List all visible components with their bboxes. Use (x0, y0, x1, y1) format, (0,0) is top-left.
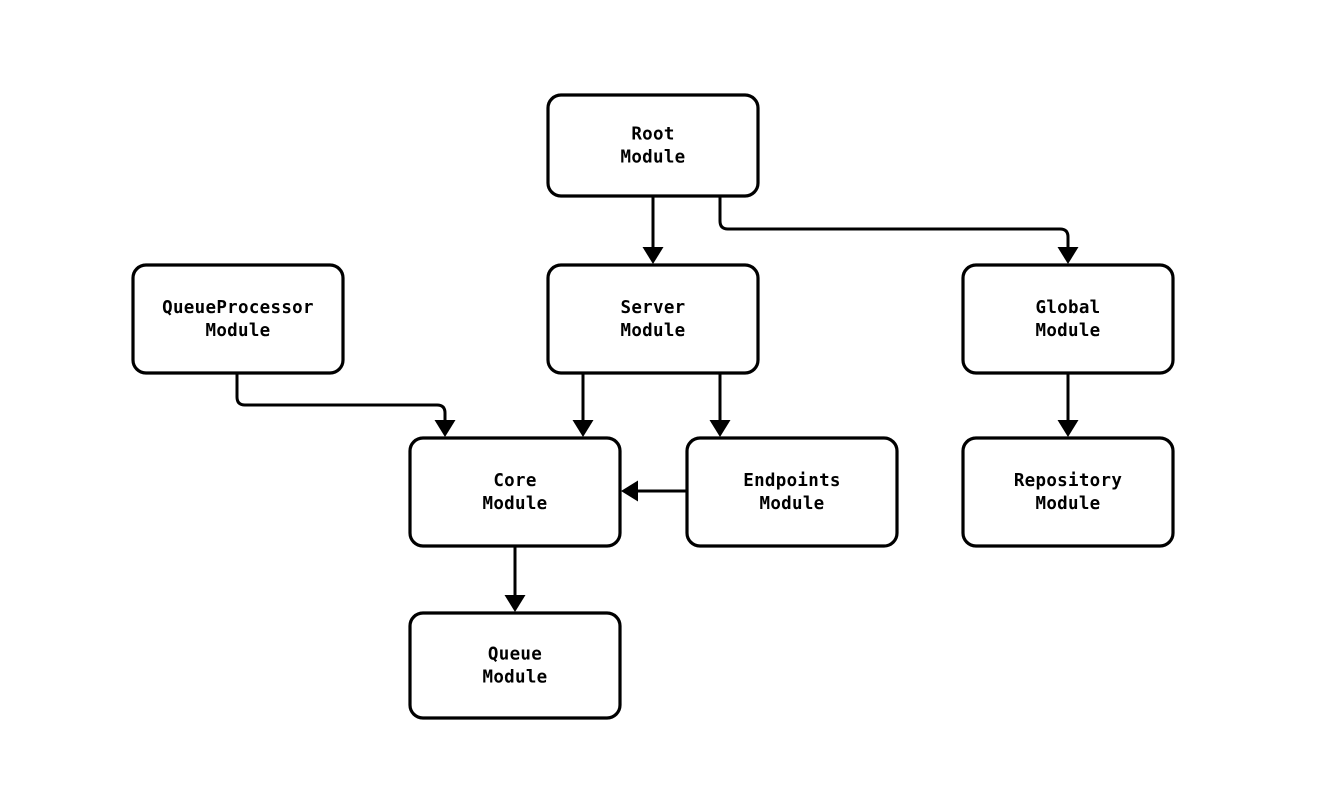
endpoints-module-node-box[interactable] (685, 436, 899, 548)
edge-endpoints-to-core-arrowhead-icon (621, 480, 638, 502)
queue-module-node-box[interactable] (408, 611, 622, 720)
core-module-node-label-line2: Module (482, 494, 547, 514)
edge-core-to-queue: Core Module to Queue Module (504, 546, 526, 612)
server-module-node-label-line1: Server (620, 298, 685, 318)
edge-core-to-queue-arrowhead-icon (504, 595, 526, 612)
nodes-layer: RootModuleQueueProcessorModuleServerModu… (131, 93, 1175, 720)
root-module-node-box[interactable] (546, 93, 760, 198)
edge-queueprocessor-to-core-arrowhead-icon (434, 420, 456, 437)
edge-queueprocessor-to-core: QueueProcessor Module to Core Module (235, 373, 456, 437)
endpoints-module-node-label-line2: Module (759, 494, 824, 514)
core-module-node-box[interactable] (408, 436, 622, 548)
queue-module-node-label-line1: Queue (488, 645, 542, 665)
repository-module-node-label-line2: Module (1035, 494, 1100, 514)
edge-root-to-global: Root Module to Global Module (718, 196, 1079, 264)
edge-root-to-global-line (718, 196, 1070, 248)
edges-layer: Root Module to Server Module Root Module … (235, 196, 1079, 612)
edge-root-to-server-arrowhead-icon (642, 247, 664, 264)
edge-endpoints-to-core: Endpoints Module to Core Module (621, 480, 687, 502)
repository-module-node-label-line1: Repository (1014, 471, 1123, 491)
edge-global-to-repository-arrowhead-icon (1057, 420, 1079, 437)
core-module-node-label-line1: Core (493, 471, 536, 491)
global-module-node-label-line1: Global (1035, 298, 1100, 318)
edge-global-to-repository: Global Module to Repository Module (1057, 373, 1079, 437)
server-module-node-box[interactable] (546, 263, 760, 375)
edge-root-to-server: Root Module to Server Module (642, 196, 664, 264)
root-module-node-label-line1: Root (631, 125, 674, 145)
queueprocessor-module-node-label-line1: QueueProcessor (162, 298, 314, 318)
queueprocessor-module-node-label-line2: Module (205, 321, 270, 341)
global-module-node-label-line2: Module (1035, 321, 1100, 341)
edge-server-to-endpoints-arrowhead-icon (709, 420, 731, 437)
queue-module-node-label-line2: Module (482, 668, 547, 688)
root-module-node-label-line2: Module (620, 148, 685, 168)
edge-server-to-core: Server Module to Core Module (572, 373, 594, 437)
global-module-node-box[interactable] (961, 263, 1175, 375)
edge-server-to-endpoints: Server Module to Endpoints Module (709, 373, 731, 437)
queueprocessor-module-node-box[interactable] (131, 263, 345, 375)
edge-root-to-global-arrowhead-icon (1057, 247, 1079, 264)
edge-server-to-core-arrowhead-icon (572, 420, 594, 437)
repository-module-node-box[interactable] (961, 436, 1175, 548)
server-module-node-label-line2: Module (620, 321, 685, 341)
edge-queueprocessor-to-core-line (235, 373, 447, 421)
endpoints-module-node-label-line1: Endpoints (743, 471, 841, 491)
